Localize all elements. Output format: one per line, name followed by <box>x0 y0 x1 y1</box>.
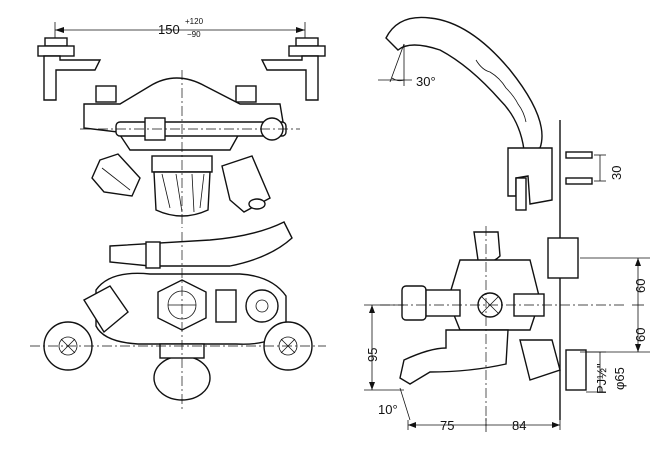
outlet-angle-line <box>399 387 411 421</box>
side-lever <box>83 285 129 334</box>
arrow-95-top <box>369 305 375 313</box>
arrow-75-left <box>408 422 416 428</box>
side-spout <box>385 16 543 151</box>
height-lower-label: 60 <box>633 328 648 342</box>
plan-view: 150 +120 −90 <box>37 17 326 228</box>
center-handle-ribs <box>161 173 205 213</box>
front-view <box>30 221 326 410</box>
right-union-nut <box>295 37 319 47</box>
right-handle-tip <box>248 198 266 210</box>
side-front-knob <box>401 285 427 321</box>
left-wheel-hub <box>58 336 78 356</box>
front-knob <box>245 289 279 323</box>
height-arrow-top <box>635 258 641 266</box>
wall-flange-lower <box>519 339 561 381</box>
width-dim-label: 150 <box>158 22 180 37</box>
bath-outlet <box>399 329 509 385</box>
side-view: 30° 30 <box>378 16 624 420</box>
arrow-95-bottom <box>369 382 375 390</box>
front-knob-center <box>255 299 269 313</box>
pipe-thread-label: PJ½" <box>594 363 609 394</box>
anchor-top <box>565 151 593 159</box>
left-union-nut <box>44 37 68 47</box>
left-flange <box>37 45 75 57</box>
outlet-angle-label: 10° <box>378 402 398 417</box>
dim-arrow-left <box>55 27 64 33</box>
center-handle-body <box>153 171 211 217</box>
mount-stem <box>515 177 527 211</box>
angle-ref-1 <box>389 43 405 83</box>
spout-scallops <box>475 59 527 123</box>
spout-mount <box>507 147 553 205</box>
spout-ring <box>145 241 161 269</box>
side-knob-neck <box>425 289 461 317</box>
spout-body <box>109 221 293 267</box>
right-elbow <box>260 55 319 101</box>
spout-angle-label: 30° <box>416 74 436 89</box>
dim-arrow-right <box>296 27 305 33</box>
width-tol-minus: −90 <box>187 30 201 39</box>
rear-pipe <box>565 349 587 391</box>
wall-flange-upper <box>547 237 579 279</box>
depth-front-label: 75 <box>440 418 454 433</box>
right-hex-nut <box>235 85 257 103</box>
right-flange <box>288 45 326 57</box>
width-tol-plus: +120 <box>185 17 204 26</box>
left-lever <box>91 153 141 197</box>
left-elbow <box>43 55 102 101</box>
shower-hook <box>473 231 501 263</box>
arrow-84-right <box>552 422 560 428</box>
left-hex-nut <box>95 85 117 103</box>
height-arrow-bottom <box>635 344 641 352</box>
body-side-view: 60 60 95 10° 75 84 PJ½" φ65 <box>364 226 650 433</box>
left-lever-edge <box>101 167 131 191</box>
height-upper-label: 60 <box>633 279 648 293</box>
depth-rear-label: 84 <box>512 418 526 433</box>
anchor-bottom <box>565 177 593 185</box>
outlet-height-label: 95 <box>365 348 380 362</box>
flange-dia-label: φ65 <box>612 367 627 390</box>
right-body-nut <box>215 289 237 323</box>
wall-mount-label: 30 <box>609 166 624 180</box>
